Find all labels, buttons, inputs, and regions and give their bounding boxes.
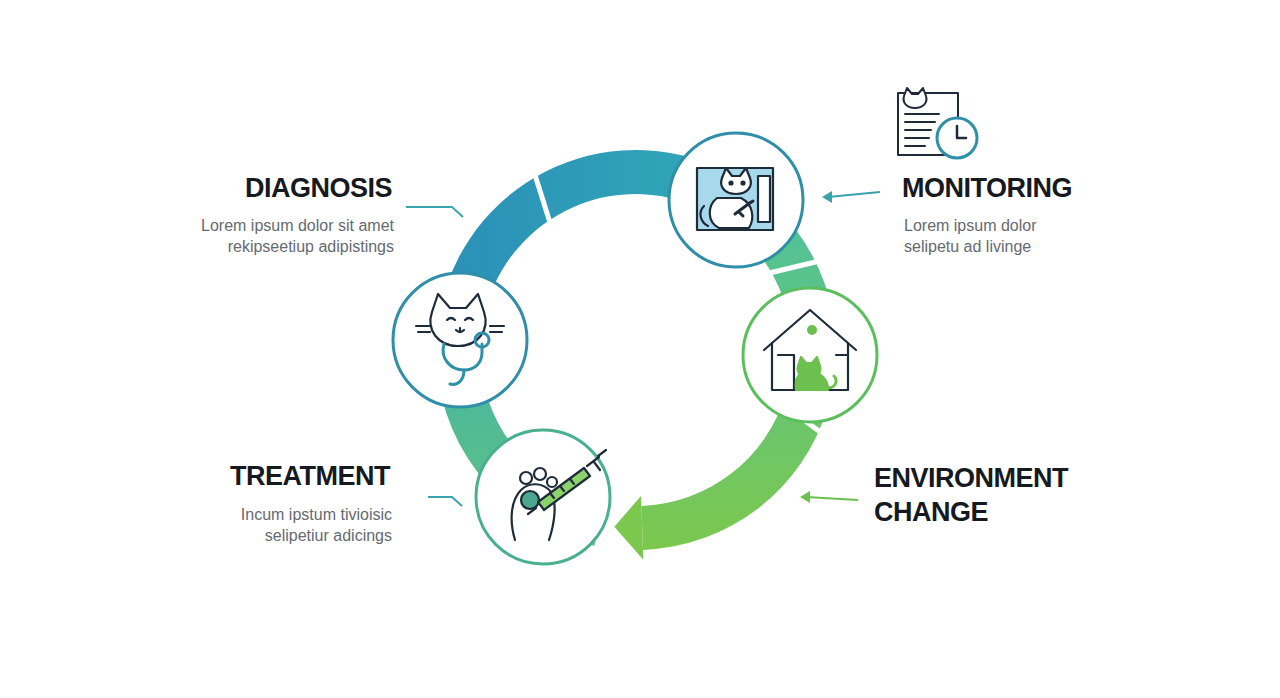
icon-circle: [669, 133, 803, 267]
ring-separator: [769, 261, 817, 273]
step-description: Lorem ipsum dolor selipetu ad livinge: [904, 216, 1082, 258]
xray-cat-icon: [697, 168, 773, 230]
leader-line: [406, 207, 463, 217]
stethoscope-cat-icon: [416, 294, 504, 384]
icon-circle: [476, 430, 610, 564]
icon-circles: [393, 133, 877, 564]
leader-line: [428, 497, 462, 506]
ring-arrowhead: [614, 496, 643, 560]
step-description: Lorem ipsum dolor sit amet rekipseetiup …: [176, 216, 394, 258]
ring-separator: [535, 175, 550, 222]
icon-circle: [393, 273, 527, 407]
paw-syringe-icon: [512, 450, 606, 540]
step-heading: DIAGNOSIS: [172, 172, 392, 206]
house-cat-icon: [764, 310, 856, 390]
icon-circle: [743, 288, 877, 422]
step-heading: TREATMENT: [170, 460, 390, 494]
record-clock-icon: [898, 88, 977, 158]
step-description: Incum ipstum tivioisic selipetiur adicin…: [187, 505, 392, 547]
leader-line: [828, 192, 880, 197]
leader-line: [806, 497, 858, 500]
step-heading: MONITORING: [902, 172, 1142, 206]
step-heading: ENVIRONMENT CHANGE: [874, 462, 1124, 530]
leader-arrowhead: [800, 491, 810, 503]
leader-arrowhead: [822, 191, 832, 203]
